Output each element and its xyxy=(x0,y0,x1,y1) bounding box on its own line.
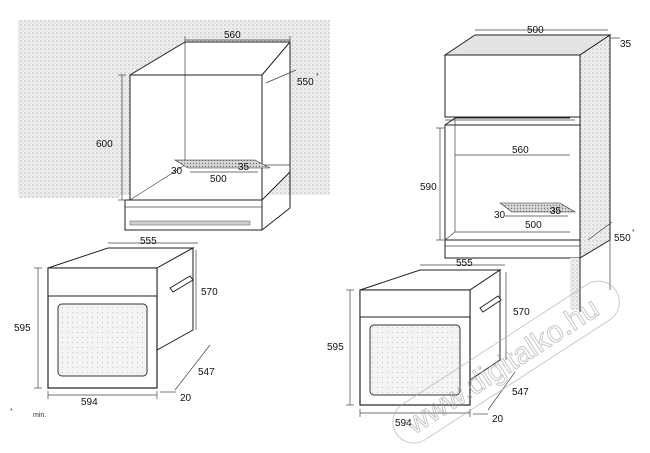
left-niche-vent-depth-label: 35 xyxy=(238,162,250,173)
control-panel xyxy=(359,289,471,318)
left-oven: 555 570 595 547 594 20 xyxy=(14,236,218,408)
left-niche-height-label: 600 xyxy=(96,139,113,150)
left-oven-depth-label: 555 xyxy=(140,236,157,247)
oven-window xyxy=(369,324,461,396)
oven-handle xyxy=(479,295,502,313)
right-height-label: 590 xyxy=(420,182,437,193)
tall-niche-cavity xyxy=(445,118,570,240)
footnote-symbol: * xyxy=(10,408,13,415)
footnote-text: min. xyxy=(33,412,46,419)
control-panel xyxy=(47,267,158,297)
upper-cabinet-front xyxy=(444,54,581,118)
right-oven-width-label: 594 xyxy=(395,418,412,429)
left-oven-width-label: 594 xyxy=(81,397,98,408)
right-oven: 555 570 595 547 594 20 xyxy=(327,258,530,429)
right-oven-depth-label: 555 xyxy=(456,258,473,269)
right-vent-depth-label: 35 xyxy=(550,206,562,217)
right-oven-base-depth-label: 547 xyxy=(512,387,529,398)
left-oven-side-height-label: 570 xyxy=(201,287,218,298)
left-niche-vent-width-label: 500 xyxy=(210,174,227,185)
left-oven-front-height-label: 595 xyxy=(14,323,31,334)
lower-cabinet-front xyxy=(444,239,581,259)
right-depth-star: * xyxy=(632,229,635,236)
right-oven-offset-label: 20 xyxy=(492,414,504,425)
right-top-offset-label: 35 xyxy=(620,39,632,50)
left-niche: 560 550 * 600 30 35 500 xyxy=(18,20,330,231)
oven-handle xyxy=(169,275,194,293)
right-top-width-label: 500 xyxy=(527,25,544,36)
right-oven-front-height-label: 595 xyxy=(327,342,344,353)
right-inner-width-label: 560 xyxy=(512,145,529,156)
right-cabinet: 500 35 560 590 30 35 500 550 * xyxy=(420,25,635,312)
left-niche-front-gap-label: 30 xyxy=(171,166,183,177)
tall-vent-slot xyxy=(499,202,577,213)
wall-texture-lower xyxy=(18,195,120,198)
left-niche-width-label: 560 xyxy=(224,30,241,41)
right-oven-side-height-label: 570 xyxy=(513,307,530,318)
left-niche-depth-label: 550 xyxy=(297,77,314,88)
left-niche-depth-star: * xyxy=(316,73,319,80)
vent-slot xyxy=(173,159,271,169)
right-front-gap-label: 30 xyxy=(494,210,506,221)
base-cabinet xyxy=(124,199,263,231)
right-depth-label: 550 xyxy=(614,233,631,244)
oven-window xyxy=(57,303,148,377)
right-vent-width-label: 500 xyxy=(525,220,542,231)
left-oven-offset-label: 20 xyxy=(180,393,192,404)
left-oven-base-depth-label: 547 xyxy=(198,367,215,378)
footnote: * min. xyxy=(10,408,46,419)
upper-cabinet-side xyxy=(579,34,611,259)
lower-cabinet-side xyxy=(570,258,580,310)
